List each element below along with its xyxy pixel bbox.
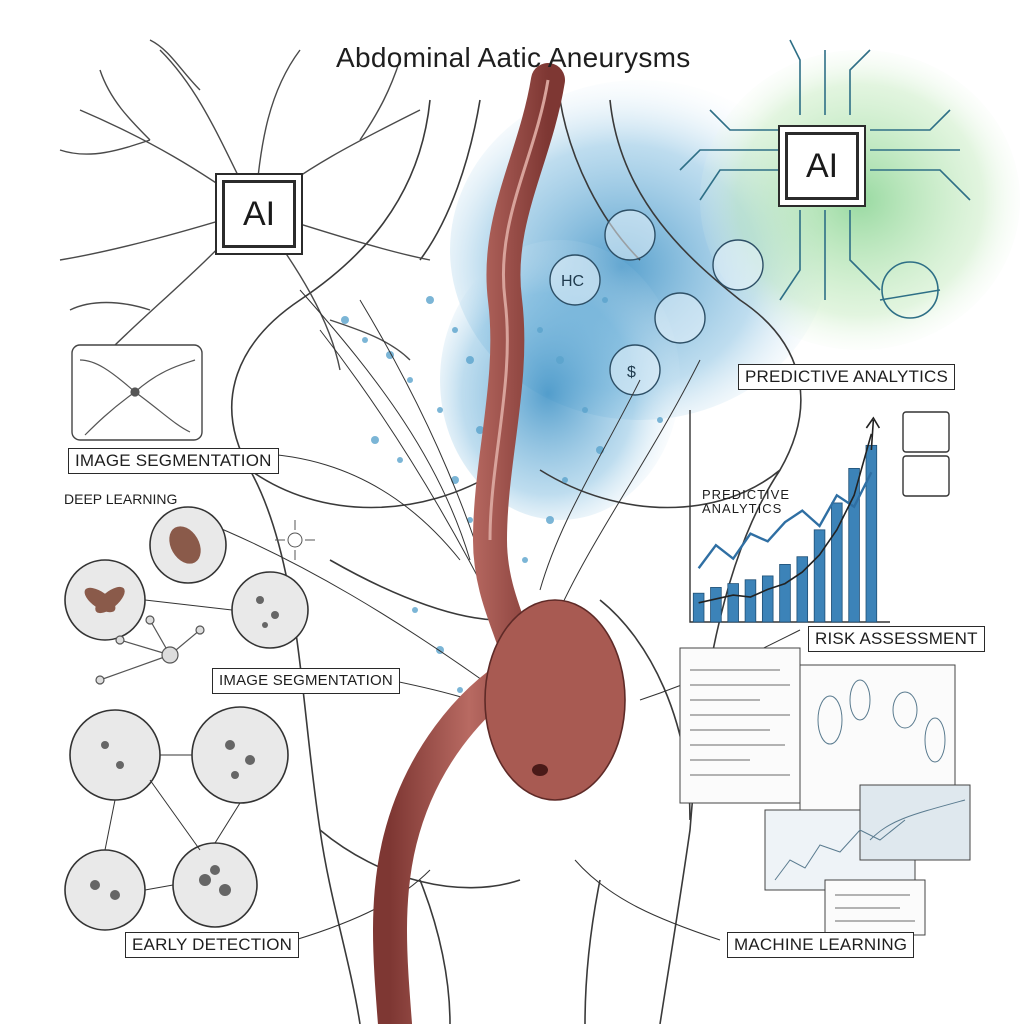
svg-text:HC: HC xyxy=(561,273,584,290)
chart-bar xyxy=(848,467,860,623)
aneurysm-bulge xyxy=(484,599,626,801)
label-predictive-analytics: PREDICTIVE ANALYTICS xyxy=(738,364,956,390)
chart-bar xyxy=(744,579,757,623)
microscopy-bubbles xyxy=(64,506,309,931)
circuit-chip-icon xyxy=(679,39,971,319)
chart-bar xyxy=(727,583,739,623)
molecule-icon xyxy=(95,615,205,685)
ai-chip-right-label: AI xyxy=(805,146,839,185)
chart-bar xyxy=(761,575,774,623)
data-cloud-green xyxy=(700,50,1020,350)
chart-series-line xyxy=(697,471,873,569)
predictive-chart xyxy=(689,410,890,623)
label-deep-learning: DEEP LEARNING xyxy=(64,491,178,507)
chart-bar xyxy=(813,529,826,623)
label-image-segmentation-mid: IMAGE SEGMENTATION xyxy=(212,668,400,694)
neuron-inset-icon xyxy=(79,359,196,436)
ai-chip-left-icon: AI xyxy=(222,180,296,248)
bubble-glyphs: HC $ xyxy=(561,273,636,381)
aorta-highlight xyxy=(488,79,550,541)
cell-blobs xyxy=(84,526,201,614)
chart-bar xyxy=(865,444,878,623)
document-lines xyxy=(690,669,915,922)
torso-outline xyxy=(231,99,802,1025)
svg-text:$: $ xyxy=(627,364,636,381)
label-image-segmentation-top: IMAGE SEGMENTATION xyxy=(68,448,279,474)
cell-dots xyxy=(90,596,279,900)
document-plots xyxy=(774,679,966,881)
cell-bubble-icon xyxy=(549,209,764,396)
label-risk-assessment: RISK ASSESSMENT xyxy=(808,626,985,652)
ai-chip-left-label: AI xyxy=(242,194,276,233)
label-machine-learning: MACHINE LEARNING xyxy=(727,932,915,958)
chart-title: PREDICTIVE ANALYTICS xyxy=(702,487,791,516)
ai-chip-right-icon: AI xyxy=(785,132,859,200)
page-title: Abdominal Aatic Aneurysms xyxy=(336,42,691,73)
sun-burst-icon xyxy=(275,520,315,560)
document-stack xyxy=(679,647,971,936)
chart-series-line xyxy=(698,433,873,604)
chart-bar xyxy=(831,502,843,623)
aneurysm-core xyxy=(532,764,548,776)
chart-bar xyxy=(710,587,722,623)
heart-monitor-icon xyxy=(902,411,950,497)
chart-bar xyxy=(692,592,705,623)
microscopy-connectors xyxy=(104,599,241,891)
chart-trend-arrow xyxy=(865,416,881,451)
chart-bar xyxy=(796,556,809,623)
chart-bar xyxy=(779,564,791,623)
label-early-detection: EARLY DETECTION xyxy=(125,932,300,958)
